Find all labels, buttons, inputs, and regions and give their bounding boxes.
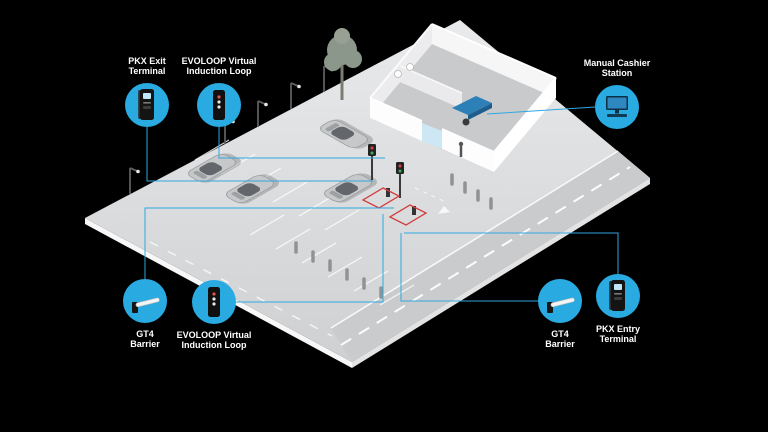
- traffic-light: [396, 162, 404, 198]
- callout-label: EVOLOOP Virtual Induction Loop: [177, 330, 252, 351]
- callout-label-line2: Barrier: [130, 339, 160, 350]
- callout-gt4-barrier-left: GT4 Barrier: [95, 279, 195, 350]
- connector-evoloop-top: [218, 127, 385, 159]
- pkx-entry-terminal-badge: [596, 274, 640, 318]
- lane-terminal-post: [412, 206, 416, 215]
- callout-gt4-barrier-right: GT4 Barrier: [510, 279, 610, 350]
- callout-label-line2: Terminal: [128, 66, 166, 77]
- callout-label: EVOLOOP Virtual Induction Loop: [182, 56, 257, 77]
- callout-evoloop-top: EVOLOOP Virtual Induction Loop: [169, 56, 269, 127]
- connector-cashier: [486, 106, 596, 115]
- induction-loop-marking: [388, 204, 428, 226]
- cashier-desk: [452, 96, 492, 126]
- cashier-station-badge: [595, 84, 639, 129]
- cashier-station-icon: [606, 95, 628, 117]
- callout-label-line2: Terminal: [599, 334, 637, 345]
- callout-pkx-exit-terminal: PKX Exit Terminal: [97, 56, 197, 127]
- connector-gt4-left: [144, 207, 394, 279]
- entry-terminal-icon: [609, 280, 625, 311]
- pkx-exit-terminal-badge: [125, 82, 169, 127]
- callout-label: GT4 Barrier: [130, 329, 160, 350]
- callout-label-line2: Barrier: [545, 339, 575, 350]
- callout-label-line2: Station: [601, 68, 633, 79]
- connector-evoloop-bottom: [236, 214, 384, 303]
- callout-label-line1: PKX Exit: [128, 56, 166, 66]
- connector-lines: [144, 106, 619, 303]
- gt4-barrier-badge: [123, 279, 167, 323]
- parking-markings: [149, 139, 450, 337]
- bollards: [294, 173, 493, 299]
- barrier-icon: [547, 297, 575, 313]
- callout-manual-cashier-station: Manual Cashier Station: [567, 58, 667, 129]
- induction-loop-icon: [213, 89, 225, 120]
- callout-label-line2: Induction Loop: [181, 340, 247, 351]
- callout-evoloop-bottom: EVOLOOP Virtual Induction Loop: [164, 280, 264, 351]
- barrier-icon: [132, 297, 160, 313]
- connector-gt4-right: [400, 233, 538, 302]
- evoloop-badge: [192, 280, 236, 324]
- callout-label-line1: GT4: [551, 329, 569, 339]
- callout-label: Manual Cashier Station: [584, 58, 651, 79]
- callout-label: PKX Entry Terminal: [596, 324, 640, 345]
- callout-label-line1: EVOLOOP Virtual: [176, 330, 252, 340]
- connector-pkx-exit: [146, 127, 373, 182]
- building: [369, 23, 557, 172]
- evoloop-badge: [197, 82, 241, 127]
- callout-label-line1: GT4: [136, 329, 154, 339]
- exit-terminal-icon: [138, 88, 154, 120]
- connector-pkx-entry: [404, 232, 619, 274]
- person: [458, 141, 464, 157]
- gt4-barrier-badge: [538, 279, 582, 323]
- lane-terminal-post: [386, 188, 390, 197]
- road: [330, 150, 650, 362]
- callout-label-line1: EVOLOOP Virtual: [181, 56, 257, 66]
- tree: [324, 28, 362, 100]
- callout-label: PKX Exit Terminal: [128, 56, 166, 77]
- callout-pkx-entry-terminal: PKX Entry Terminal: [568, 274, 668, 345]
- callout-label-line1: PKX Entry: [595, 324, 640, 334]
- callout-label: GT4 Barrier: [545, 329, 575, 350]
- induction-loop-icon: [208, 287, 220, 317]
- callout-label-line2: Induction Loop: [186, 66, 252, 77]
- callout-label-line1: Manual Cashier: [583, 58, 651, 68]
